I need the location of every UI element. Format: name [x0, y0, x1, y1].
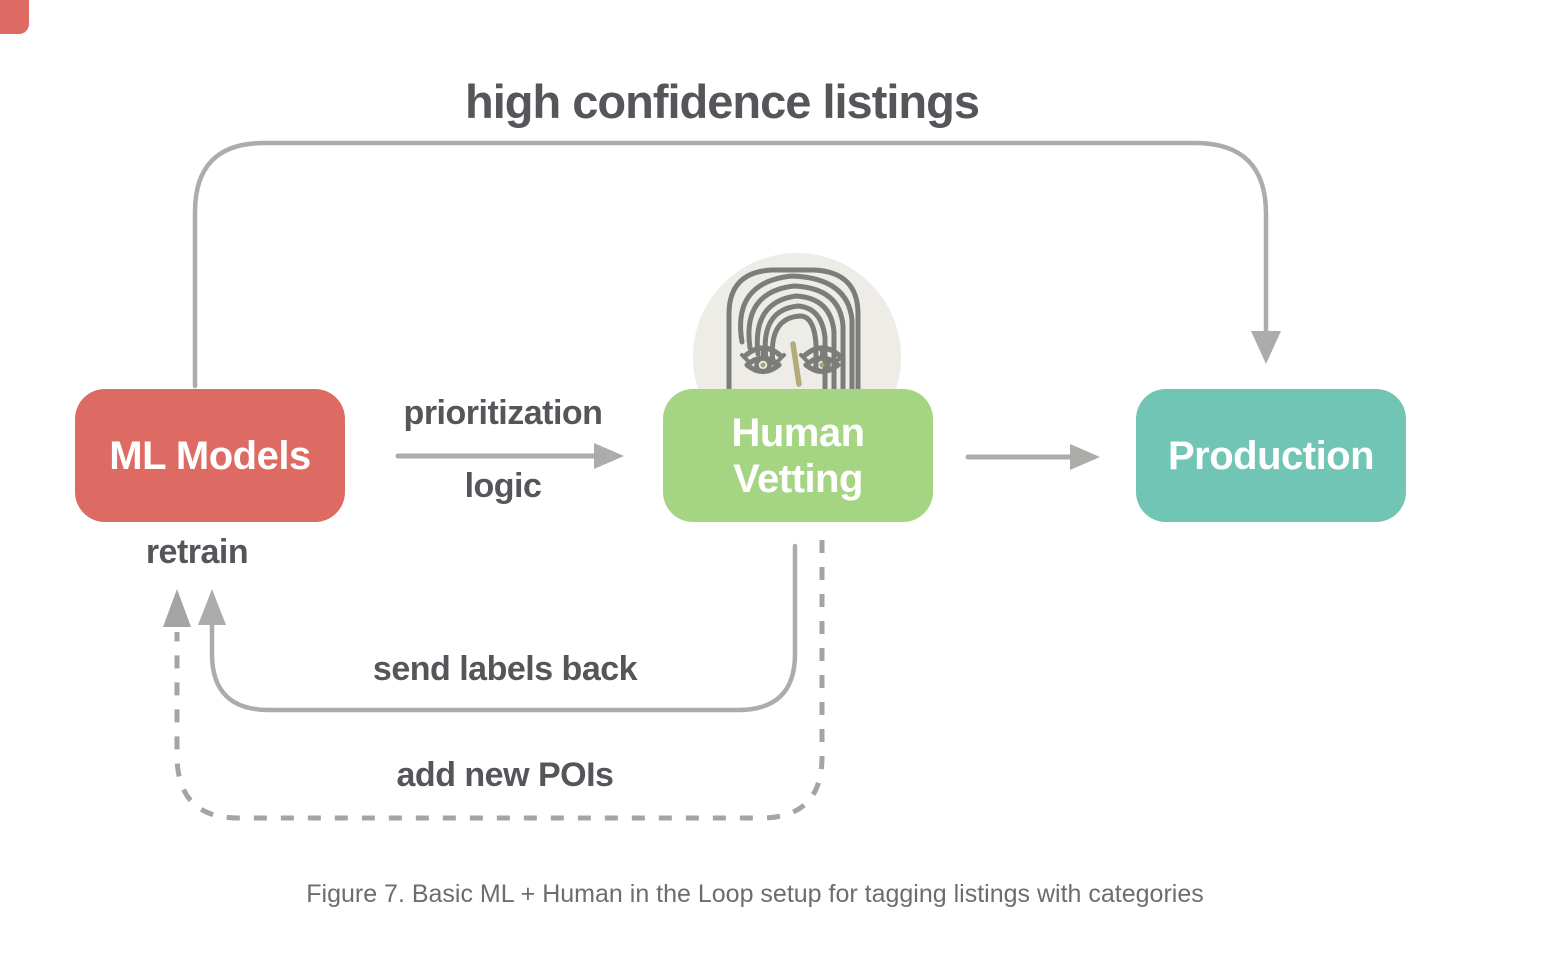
- node-production-label: Production: [1167, 433, 1375, 478]
- arrow-send-labels-back: [198, 543, 798, 713]
- hair-strand: [769, 313, 819, 373]
- node-human-vetting: Human Vetting: [663, 389, 933, 522]
- diagram-title: high confidence listings: [465, 75, 980, 128]
- edge-label-logic: logic: [464, 467, 542, 505]
- node-production: Production: [1136, 389, 1406, 522]
- human-face-icon: [693, 253, 901, 389]
- arrow-vetting-to-production: [965, 444, 1100, 470]
- node-ml-models: ML Models: [75, 389, 345, 522]
- right-eye: [799, 345, 845, 374]
- left-pupil: [760, 362, 766, 368]
- hair-strand: [738, 273, 855, 389]
- edge-label-send-labels-back: send labels back: [372, 650, 638, 688]
- edge-label-retrain: retrain: [145, 533, 249, 571]
- figure-caption: Figure 7. Basic ML + Human in the Loop s…: [306, 880, 1204, 908]
- node-ml-models-label: ML Models: [109, 433, 311, 478]
- hair-strand: [762, 303, 828, 389]
- arrow-high-confidence: [192, 140, 1281, 389]
- right-pupil: [819, 362, 825, 368]
- hair-strand: [754, 293, 837, 389]
- arrow-prioritization: [395, 443, 624, 469]
- left-eye: [740, 345, 786, 374]
- edge-label-prioritization: prioritization: [403, 394, 603, 432]
- nose: [790, 341, 802, 387]
- arrow-add-new-pois: [163, 540, 825, 821]
- corner-red-fragment: [0, 0, 29, 34]
- hair-strand: [746, 283, 846, 389]
- edge-label-add-new-pois: add new POIs: [396, 756, 614, 794]
- face-outline: [726, 267, 861, 389]
- node-human-vetting-label: Human Vetting: [731, 410, 865, 501]
